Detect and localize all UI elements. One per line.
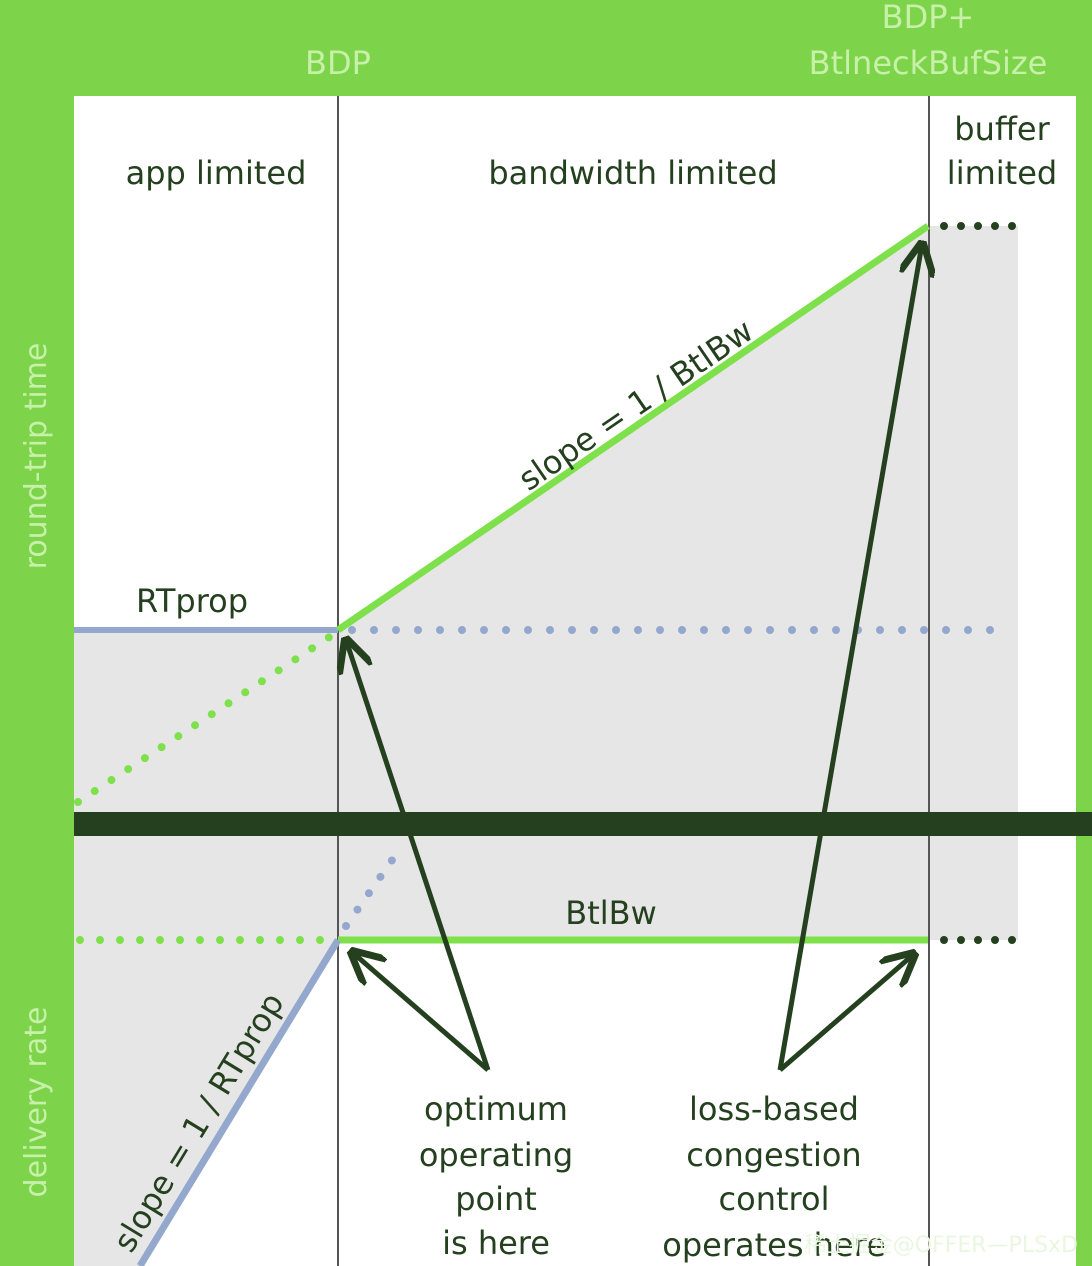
arrow-optimum-bottom — [352, 952, 490, 1072]
optimum-annotation-line2: operating — [419, 1136, 573, 1174]
bandwidth-limited-label: bandwidth limited — [488, 154, 777, 192]
arrow-lossbased-top — [777, 244, 922, 1071]
buffer-limited-label-line1: buffer — [954, 110, 1050, 148]
lossbased-annotation-line2: congestion — [686, 1136, 861, 1174]
slope-rtprop-line — [137, 938, 341, 1266]
btlbw-label: BtlBw — [565, 894, 657, 932]
bdp-label: BDP — [305, 44, 371, 82]
bottom-shaded-area — [74, 836, 1018, 1266]
rtprop-slope-dotted-line — [342, 842, 406, 930]
round-trip-time-axis-label: round-trip time — [19, 343, 54, 570]
bdp-plus-label-line1: BDP+ — [882, 0, 975, 36]
bdp-plus-label-line2: BtlneckBufSize — [809, 44, 1048, 82]
optimum-annotation-line1: optimum — [424, 1090, 568, 1128]
lossbased-annotation-line1: loss-based — [689, 1090, 859, 1128]
optimum-annotation-line3: point — [455, 1180, 537, 1218]
arrow-optimum-top — [346, 640, 491, 1071]
rtprop-label: RTprop — [136, 582, 248, 620]
lossbased-annotation-line3: control — [719, 1180, 830, 1218]
lossbased-annotation-line4: operates here — [662, 1226, 886, 1264]
buffer-limited-label-line2: limited — [947, 154, 1057, 192]
arrow-lossbased-bottom — [778, 954, 914, 1072]
slope-btlbw-line — [336, 223, 930, 633]
top-shaded-area — [74, 226, 1018, 812]
app-limited-label: app limited — [126, 154, 307, 192]
delivery-rate-axis-label: delivery rate — [19, 1007, 54, 1198]
optimum-annotation-line4: is here — [442, 1224, 550, 1262]
watermark: 稀土掘金@OFFER—PLSxD — [805, 1233, 1078, 1258]
panel-divider — [74, 812, 1092, 836]
